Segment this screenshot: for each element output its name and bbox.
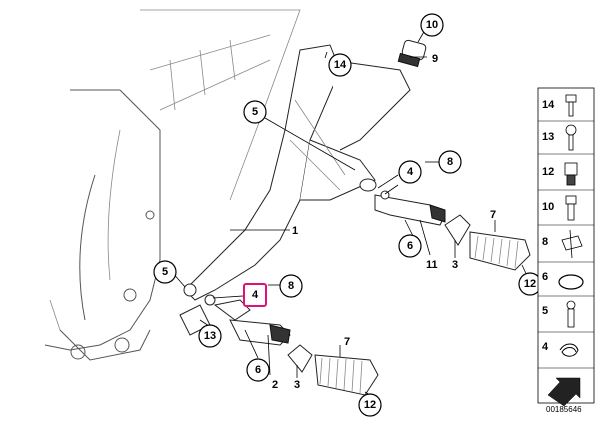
- legend-num-14: 14: [542, 99, 555, 111]
- callout-8-upper: 8: [438, 150, 462, 174]
- spring-icon: [559, 343, 579, 357]
- callout-6-upper: 6: [398, 234, 422, 258]
- upper-footpeg-rubber: [444, 214, 531, 271]
- bolt-icon: [565, 94, 577, 117]
- legend-num-13: 13: [542, 131, 554, 143]
- callout-6-lower: 6: [246, 358, 270, 382]
- frame-outline: [44, 9, 301, 361]
- bolt-pin-icon: [566, 300, 576, 328]
- callout-12-lower: 12: [358, 393, 382, 417]
- svg-text:10: 10: [426, 19, 438, 31]
- callout-5-lower: 5: [153, 260, 177, 284]
- label-2: 2: [272, 379, 278, 391]
- screw-icon: [565, 124, 577, 151]
- callout-4-lower-highlighted: 4: [243, 283, 267, 307]
- legend-num-10: 10: [542, 201, 554, 213]
- label-9: 9: [432, 53, 438, 65]
- callout-4-upper: 4: [398, 160, 422, 184]
- legend-num-8: 8: [542, 236, 548, 248]
- svg-text:14: 14: [334, 59, 347, 71]
- label-7-lower: 7: [344, 336, 350, 348]
- svg-text:5: 5: [162, 266, 168, 278]
- callout-10: 10: [420, 13, 444, 37]
- label-3-lower: 3: [294, 379, 300, 391]
- ring-icon: [558, 274, 584, 290]
- svg-text:6: 6: [407, 240, 413, 252]
- callout-13: 13: [198, 324, 222, 348]
- label-11: 11: [426, 259, 438, 271]
- callout-12-upper: 12: [518, 272, 542, 296]
- label-7-upper: 7: [490, 209, 496, 221]
- legend-num-12: 12: [542, 166, 554, 178]
- legend-num-4: 4: [542, 341, 549, 353]
- callout-5-upper: 5: [243, 100, 267, 124]
- footrest-bracket: [184, 44, 411, 301]
- upper-pivot-assembly: [359, 178, 446, 226]
- svg-text:4: 4: [407, 166, 414, 178]
- svg-text:8: 8: [447, 156, 453, 168]
- legend-num-5: 5: [542, 305, 548, 317]
- svg-text:8: 8: [288, 280, 294, 292]
- bushing-icon: [564, 162, 578, 186]
- lower-footpeg-rubber: [287, 344, 379, 396]
- svg-text:5: 5: [252, 106, 258, 118]
- document-number: 00185646: [546, 405, 582, 414]
- legend-num-6: 6: [542, 271, 548, 283]
- callout-8-lower: 8: [279, 274, 303, 298]
- svg-text:13: 13: [204, 330, 216, 342]
- label-3-upper: 3: [452, 259, 458, 271]
- rubber-cap: [397, 39, 427, 68]
- parts-legend: 14 13 12 10 8 6 5 4: [537, 87, 595, 407]
- pin-icon: [561, 229, 583, 259]
- svg-text:4: 4: [252, 289, 259, 301]
- socket-screw-icon: [565, 195, 577, 221]
- callout-14: 14: [328, 53, 352, 77]
- svg-text:12: 12: [364, 399, 376, 411]
- label-1: 1: [292, 225, 298, 237]
- svg-text:6: 6: [255, 364, 261, 376]
- direction-arrow-icon: [547, 377, 581, 407]
- svg-text:12: 12: [524, 278, 536, 290]
